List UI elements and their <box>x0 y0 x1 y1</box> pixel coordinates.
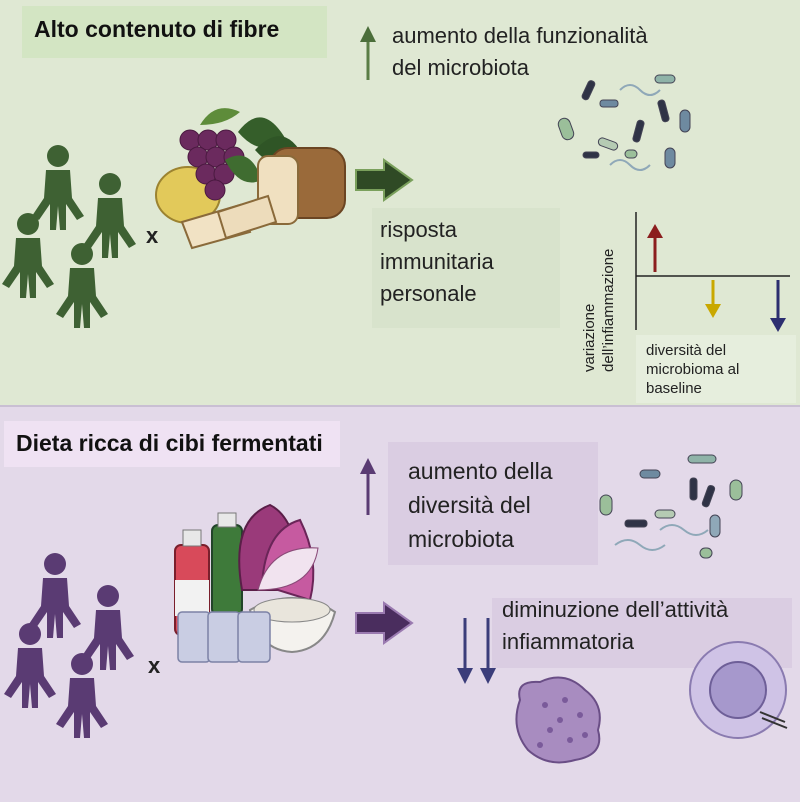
fermented-effect-2-box: diminuzione dell’attività infiammatoria <box>492 597 792 668</box>
fiber-panel-title: Alto contenuto di fibre <box>22 6 327 58</box>
fermented-effect-1: aumento della diversità del microbiota <box>408 454 553 556</box>
graph-xlabel-line-3: baseline <box>646 380 702 397</box>
fiber-effect-1-line-1: aumento della funzionalità <box>392 23 648 48</box>
right-arrow-icon <box>355 601 414 645</box>
immune-cell-icon <box>515 676 601 764</box>
fermented-panel: Dieta ricca di cibi fermentati aumento d… <box>0 405 800 802</box>
fiber-effect-2-line-1: risposta <box>380 217 458 242</box>
fermented-effect-1-line-2: diversità del <box>408 492 531 518</box>
graph-xlabel: diversità del microbioma al baseline <box>646 341 739 398</box>
fiber-effect-1: aumento della funzionalità del microbiot… <box>392 20 648 84</box>
fiber-effect-2-box: risposta immunitaria personale <box>372 208 560 328</box>
fermented-effect-1-box: aumento della diversità del microbiota <box>388 442 598 565</box>
immune-cell-icon <box>689 641 788 739</box>
right-arrow-icon <box>355 158 414 202</box>
person-icon <box>29 553 81 638</box>
up-arrow-icon <box>360 458 376 515</box>
double-down-arrow-icon <box>457 618 496 684</box>
fermented-panel-title: Dieta ricca di cibi fermentati <box>4 421 340 467</box>
fermented-food-icon <box>174 503 337 663</box>
bacteria-icon <box>557 74 691 171</box>
person-icon <box>2 213 54 298</box>
fiber-effect-2-line-2: immunitaria <box>380 249 494 274</box>
person-icon <box>32 145 84 230</box>
graph-xlabel-line-1: diversità del <box>646 342 727 359</box>
fiber-multiplier: x <box>146 223 159 248</box>
fiber-effect-1-line-2: del microbiota <box>392 55 529 80</box>
fermented-effect-1-line-1: aumento della <box>408 458 553 484</box>
food-basket-icon <box>155 108 346 250</box>
fermented-effect-2-line-1: diminuzione dell’attività <box>502 597 729 622</box>
graph-red-up-arrow-icon <box>647 224 663 272</box>
graph-yellow-down-arrow-icon <box>705 280 721 318</box>
graph-xlabel-line-2: microbioma al <box>646 361 740 378</box>
fermented-people-icon <box>4 553 134 738</box>
bacteria-icon <box>599 454 743 559</box>
fiber-effect-2-line-3: personale <box>380 281 477 306</box>
up-arrow-icon <box>360 26 376 80</box>
fermented-multiplier: x <box>148 653 161 678</box>
fiber-effect-2: risposta immunitaria personale <box>380 214 494 310</box>
fermented-effect-2: diminuzione dell’attività infiammatoria <box>502 594 728 658</box>
fermented-effect-1-line-3: microbiota <box>408 526 515 552</box>
inflammation-graph <box>635 212 790 332</box>
person-icon <box>84 173 136 258</box>
fiber-people-icon <box>2 145 136 328</box>
graph-xlabel-box: diversità del microbioma al baseline <box>636 335 796 403</box>
fiber-panel: Alto contenuto di fibre aumento della fu… <box>0 0 800 405</box>
fermented-effect-2-line-2: infiammatoria <box>502 629 635 654</box>
person-icon <box>56 243 108 328</box>
graph-navy-down-arrow-icon <box>770 280 786 332</box>
